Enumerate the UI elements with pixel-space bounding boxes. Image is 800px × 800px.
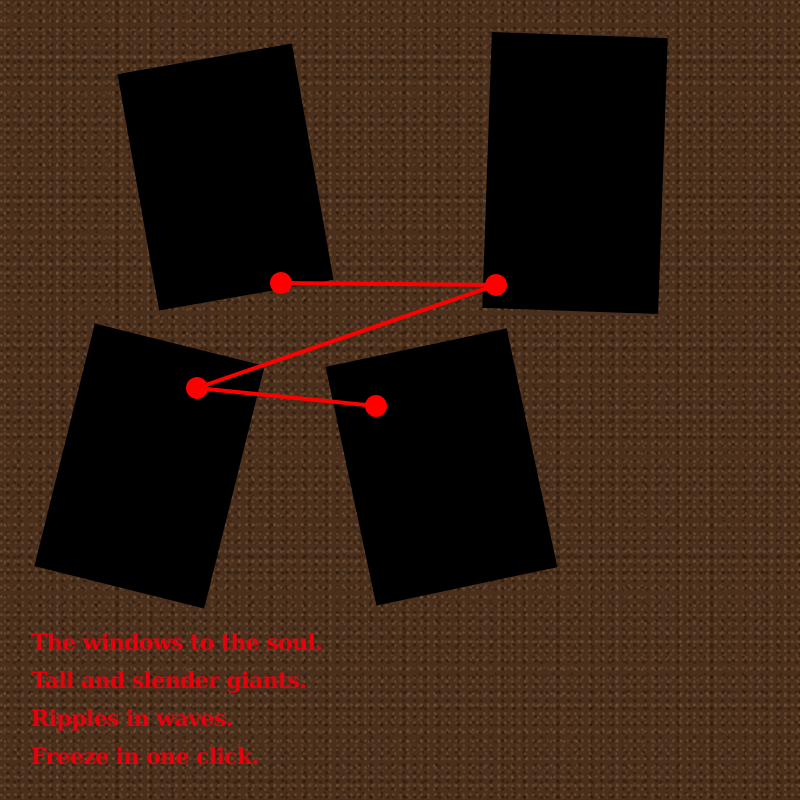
clue-1: The windows to the soul.	[31, 630, 323, 656]
photo-card-4[interactable]	[325, 328, 558, 606]
pin-icon[interactable]	[485, 274, 507, 296]
clue-2: Tall and slender giants.	[31, 668, 307, 694]
clue-4: Freeze in one click.	[31, 744, 259, 770]
clue-3: Ripples in waves.	[31, 706, 233, 732]
photo-card-3[interactable]	[34, 323, 265, 609]
pin-icon[interactable]	[270, 272, 292, 294]
pin-icon[interactable]	[365, 395, 387, 417]
photo-card-2[interactable]	[482, 32, 668, 314]
clue-list: The windows to the soul. Tall and slende…	[31, 624, 323, 776]
photo-card-1[interactable]	[117, 43, 334, 311]
pin-icon[interactable]	[186, 377, 208, 399]
